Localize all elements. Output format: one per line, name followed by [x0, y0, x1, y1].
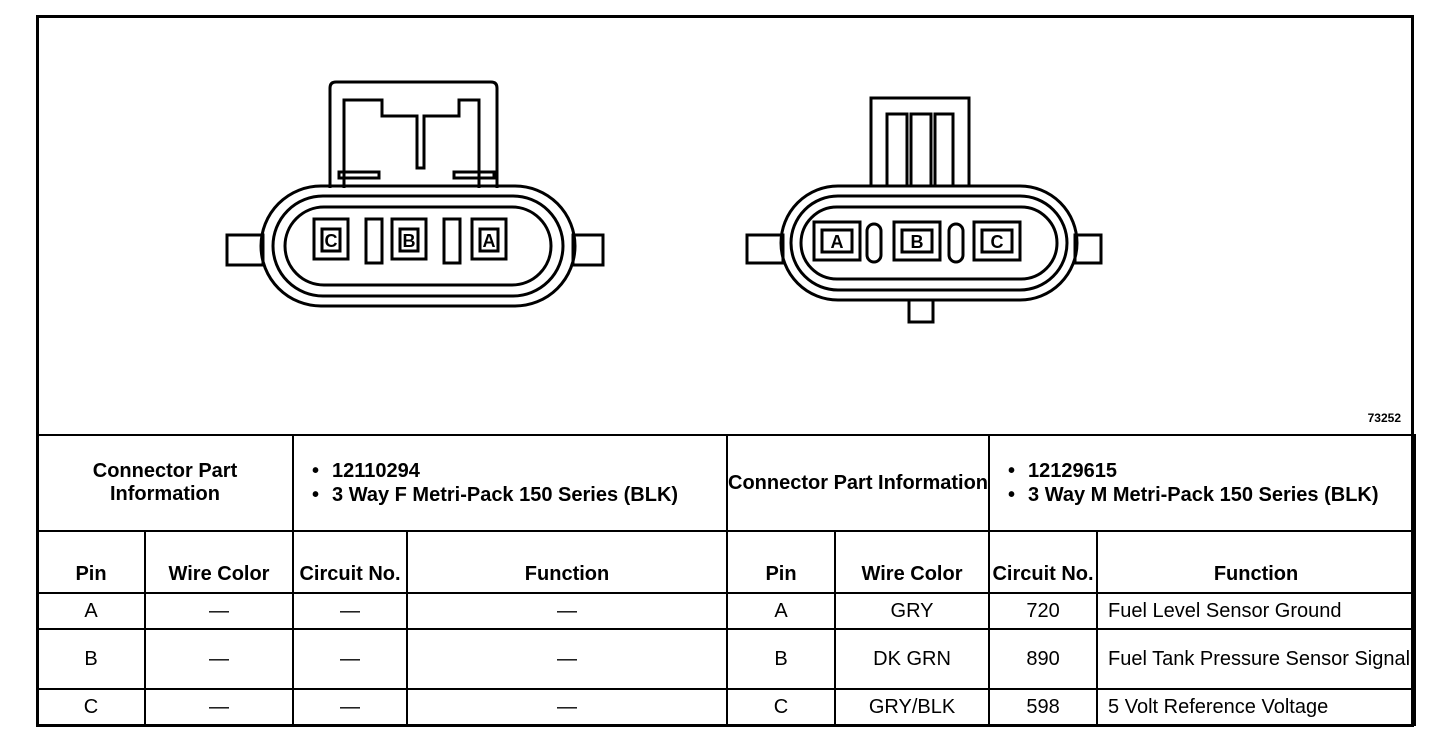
- left-function: —: [406, 628, 729, 690]
- figure-id: 73252: [1367, 411, 1401, 425]
- wire-color-header: Wire Color: [834, 530, 991, 594]
- circuit-header: Circuit No.: [988, 530, 1099, 594]
- left-pin: B: [36, 628, 146, 690]
- function-header: Function: [1096, 530, 1417, 594]
- pin-header: Pin: [726, 530, 837, 594]
- right-wire-color: GRY: [834, 592, 991, 630]
- right-circuit: 720: [988, 592, 1099, 630]
- left-circuit: —: [292, 628, 409, 690]
- part-info-row: Connector Part Information 12110294 3 Wa…: [35, 434, 1417, 532]
- right-wire-color: DK GRN: [834, 628, 991, 690]
- pin-header: Pin: [36, 530, 146, 594]
- right-pin-label: A: [831, 232, 844, 252]
- right-part-info: 12129615 3 Way M Metri-Pack 150 Series (…: [988, 434, 1417, 532]
- left-part-info-label: Connector Part Information: [35, 434, 295, 532]
- left-function: —: [406, 688, 729, 726]
- left-function: —: [406, 592, 729, 630]
- table-row: B — — — B DK GRN 890 Fuel Tank Pressure …: [36, 628, 1417, 690]
- right-function: 5 Volt Reference Voltage: [1096, 688, 1417, 726]
- column-header-row: Pin Wire Color Circuit No. Function Pin …: [36, 530, 1417, 594]
- left-connector-drawing: [225, 80, 605, 308]
- right-part-number: 12129615: [1008, 459, 1414, 483]
- right-pin-label: B: [911, 232, 924, 252]
- left-part-info: 12110294 3 Way F Metri-Pack 150 Series (…: [292, 434, 729, 532]
- right-pin-label: C: [991, 232, 1004, 252]
- left-pin-label: C: [325, 231, 338, 251]
- circuit-header: Circuit No.: [292, 530, 409, 594]
- right-wire-color: GRY/BLK: [834, 688, 991, 726]
- right-function: Fuel Level Sensor Ground: [1096, 592, 1417, 630]
- left-pin-label: A: [483, 231, 496, 251]
- connector-end-view-sheet: C B A: [35, 15, 1417, 727]
- right-pin: C: [726, 688, 837, 726]
- wire-color-header: Wire Color: [143, 530, 295, 594]
- left-circuit: —: [292, 592, 409, 630]
- left-part-description: 3 Way F Metri-Pack 150 Series (BLK): [312, 483, 726, 507]
- left-wire-color: —: [143, 628, 295, 690]
- left-pin: C: [36, 688, 146, 726]
- right-pin: A: [726, 592, 837, 630]
- function-header: Function: [406, 530, 729, 594]
- connector-drawings: C B A: [225, 80, 1103, 324]
- left-pin-label: B: [403, 231, 416, 251]
- right-function: Fuel Tank Pressure Sensor Signal: [1096, 628, 1417, 690]
- left-pin: A: [36, 592, 146, 630]
- left-circuit: —: [292, 688, 409, 726]
- left-wire-color: —: [143, 592, 295, 630]
- right-pin: B: [726, 628, 837, 690]
- right-part-info-label: Connector Part Information: [726, 434, 991, 532]
- connector-table: Connector Part Information 12110294 3 Wa…: [35, 434, 1417, 726]
- right-connector-drawing: [745, 96, 1103, 324]
- table-row: C — — — C GRY/BLK 598 5 Volt Reference V…: [36, 688, 1417, 726]
- left-connector-pin-labels: C B A: [325, 231, 496, 251]
- right-circuit: 598: [988, 688, 1099, 726]
- right-part-description: 3 Way M Metri-Pack 150 Series (BLK): [1008, 483, 1414, 507]
- table-row: A — — — A GRY 720 Fuel Level Sensor Grou…: [36, 592, 1417, 630]
- right-circuit: 890: [988, 628, 1099, 690]
- left-wire-color: —: [143, 688, 295, 726]
- left-part-number: 12110294: [312, 459, 726, 483]
- right-connector-pin-labels: A B C: [831, 232, 1004, 252]
